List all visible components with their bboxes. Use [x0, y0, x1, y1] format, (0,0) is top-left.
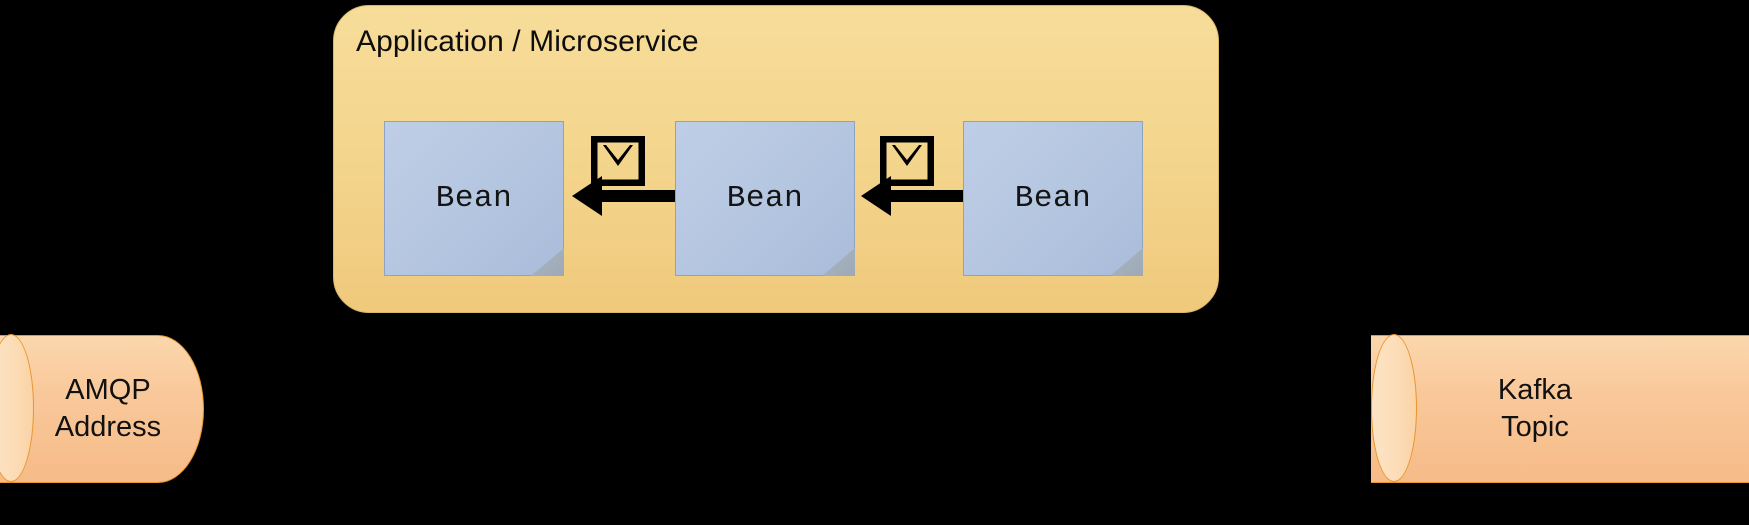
kafka-topic-line2: Topic	[1501, 411, 1569, 443]
bean-box-1[interactable]: Bean	[384, 121, 564, 276]
document-shape	[963, 121, 1143, 276]
arrow-shaft	[600, 190, 679, 202]
cylinder-end-cap	[1371, 334, 1417, 482]
envelope-icon	[590, 135, 646, 187]
envelope-icon	[879, 135, 935, 187]
amqp-address-label: AMQP Address	[0, 335, 204, 483]
cylinder-body	[0, 335, 204, 483]
bean-box-3[interactable]: Bean	[963, 121, 1143, 276]
amqp-address-line2: Address	[54, 411, 162, 443]
kafka-topic-cylinder[interactable]: Kafka Topic	[1371, 334, 1749, 483]
bean-label-1: Bean	[435, 181, 513, 216]
cylinder-body	[1371, 335, 1749, 483]
arrow-shaft	[889, 190, 967, 202]
amqp-address-cylinder[interactable]: AMQP Address	[0, 334, 204, 483]
bean-label-2: Bean	[726, 181, 804, 216]
document-shape	[675, 121, 855, 276]
kafka-topic-line1: Kafka	[1497, 373, 1573, 406]
application-title: Application / Microservice	[356, 25, 699, 58]
document-shape	[384, 121, 564, 276]
arrow-bean2-to-bean1	[572, 176, 679, 216]
bean-label-3: Bean	[1014, 181, 1092, 216]
kafka-topic-label: Kafka Topic	[1371, 335, 1749, 483]
amqp-address-line1: AMQP	[65, 373, 151, 406]
application-microservice-container[interactable]: Application / Microservice Bean Bean	[333, 5, 1219, 313]
bean-box-2[interactable]: Bean	[675, 121, 855, 276]
